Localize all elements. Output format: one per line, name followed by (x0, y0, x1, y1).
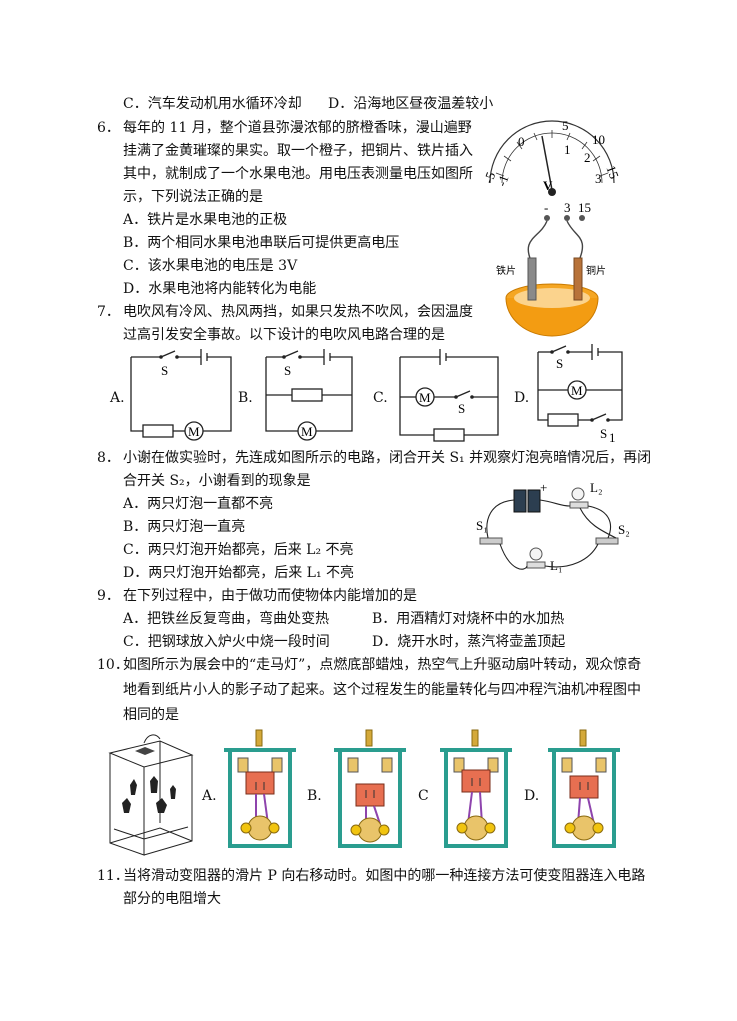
q10-stem-line2: 地看到纸片小人的影子动了起来。这个过程发生的能量转化与四冲程汽油机冲程图中 (123, 682, 641, 698)
motor-label-d: M (571, 383, 583, 398)
switch-label-a: S (161, 363, 168, 378)
l1-label: L₁ (550, 558, 562, 573)
q11-number: 11． (97, 868, 129, 884)
motor-label-b: M (301, 424, 313, 439)
switch-label-b: S (284, 363, 291, 378)
q6-stem-line3: 其中，就制成了一个水果电池。用电压表测量电压如图所 (123, 166, 473, 182)
q8-option-a: A．两只灯泡一直都不亮 (123, 496, 274, 512)
q6-option-c: C．该水果电池的电压是 3V (123, 258, 298, 274)
switch1-sub-d: 1 (609, 430, 616, 445)
scale-top-5: 5 (562, 118, 569, 133)
q5-option-c: C．汽车发动机用水循环冷却 (123, 96, 302, 112)
q6-option-d: D．水果电池将内能转化为电能 (123, 281, 317, 297)
terminal-3: 3 (564, 200, 571, 215)
q6-option-b: B．两个相同水果电池串联后可提供更高电压 (123, 235, 400, 251)
engine-stroke-c (440, 729, 512, 848)
scale-bottom-1: 1 (564, 142, 571, 157)
q6-stem-line4: 示，下列说法正确的是 (123, 189, 263, 205)
scale-top-0: 0 (518, 134, 525, 149)
motor-label-a: M (188, 424, 200, 439)
q8-option-b: B．两只灯泡一直亮 (123, 519, 246, 535)
q8-number: 8． (97, 450, 120, 466)
circuit-d: M S S 1 (537, 344, 623, 445)
scale-bottom-2: 2 (584, 150, 591, 165)
s2-label: S₂ (618, 522, 630, 537)
q7-option-b-label: B. (238, 390, 253, 406)
q7-option-a-label: A. (110, 390, 125, 406)
battery-plus: + (540, 480, 547, 495)
scale-bottom-3: 3 (595, 171, 602, 186)
q11-stem-line2: 部分的电阻增大 (123, 891, 221, 907)
engine-stroke-b (334, 729, 406, 848)
switch-label-d: S (556, 356, 563, 371)
scale-label-left1: -5 (480, 170, 498, 185)
q10-stem-line1: 如图所示为展会中的“走马灯”，点燃底部蜡烛，热空气上升驱动扇叶转动，观众惊奇 (123, 657, 642, 673)
revolving-lantern-image (108, 734, 194, 856)
s1-label: S₁ (476, 518, 488, 533)
q10-option-b-label: B. (307, 788, 322, 804)
copper-plate-label: 铜片 (586, 264, 606, 277)
q5-option-d: D．沿海地区昼夜温差较小 (328, 96, 494, 112)
q8-option-d: D．两只灯泡开始都亮，后来 L₁ 不亮 (123, 565, 355, 581)
q9-option-b: B．用酒精灯对烧杯中的水加热 (372, 611, 565, 627)
engine-stroke-d (548, 729, 620, 848)
q7-option-d-label: D. (514, 390, 530, 406)
q9-option-d: D．烧开水时，蒸汽将壶盖顶起 (372, 634, 566, 650)
q10-option-a-label: A. (202, 788, 217, 804)
terminal-neg: - (544, 200, 548, 215)
q10-number: 10． (97, 657, 129, 673)
q7-stem-line1: 电吹风有冷风、热风两挡，如果只发热不吹风，会因温度 (123, 304, 473, 320)
switch-label-c: S (458, 401, 465, 416)
voltmeter-symbol: V (543, 178, 553, 193)
engine-stroke-a (224, 729, 296, 848)
q7-stem-line2: 过高引发安全事故。以下设计的电吹风电路合理的是 (123, 327, 445, 343)
motor-label-c: M (419, 390, 431, 405)
l2-label: L₂ (590, 480, 602, 495)
q6-stem-line1: 每年的 11 月，整个道县弥漫浓郁的脐橙香味，漫山遍野 (123, 120, 472, 136)
q9-option-a: A．把铁丝反复弯曲，弯曲处变热 (123, 611, 330, 627)
q7-number: 7． (97, 304, 120, 320)
q7-option-c-label: C. (373, 390, 388, 406)
q8-option-c: C．两只灯泡开始都亮，后来 L₂ 不亮 (123, 542, 354, 558)
q6-stem-line2: 挂满了金黄璀璨的果实。取一个橙子，把铜片、铁片插入 (123, 143, 473, 159)
q10-option-d-label: D. (524, 788, 540, 804)
q8-stem-line2: 合开关 S₂，小谢看到的现象是 (123, 473, 311, 489)
q8-stem-line1: 小谢在做实验时，先连成如图所示的电路，闭合开关 S₁ 并观察灯泡亮暗情况后，再闭 (123, 450, 652, 466)
q11-stem-line1: 当将滑动变阻器的滑片 P 向右移动时。如图中的哪一种连接方法可使变阻器连入电路 (123, 868, 646, 884)
terminal-15: 15 (578, 200, 591, 215)
iron-plate-label: 铁片 (496, 264, 516, 277)
q9-option-c: C．把钢球放入炉火中烧一段时间 (123, 634, 330, 650)
scale-top-10: 10 (592, 132, 605, 147)
q6-option-a: A．铁片是水果电池的正极 (123, 212, 288, 228)
circuit-a: M S (130, 349, 232, 441)
q6-number: 6． (97, 120, 120, 136)
q9-number: 9． (97, 588, 120, 604)
switch1-label-d: S (600, 426, 607, 441)
q8-circuit-figure: + L₂ L₁ S₁ S₂ (476, 480, 630, 573)
scale-top-15: 15 (603, 163, 622, 180)
voltmeter-fruit-battery-figure: -5 -1 0 5 10 15 1 2 3 V - 3 15 铁片 铜片 (480, 118, 622, 337)
q9-stem-line1: 在下列过程中，由于做功而使物体内能增加的是 (123, 588, 417, 604)
scale-label-left2: -1 (494, 173, 512, 188)
q10-stem-line3: 相同的是 (123, 707, 179, 723)
circuit-b: M S (265, 349, 353, 441)
q10-option-c-label: C (418, 788, 429, 804)
circuit-c: M S (399, 349, 499, 442)
